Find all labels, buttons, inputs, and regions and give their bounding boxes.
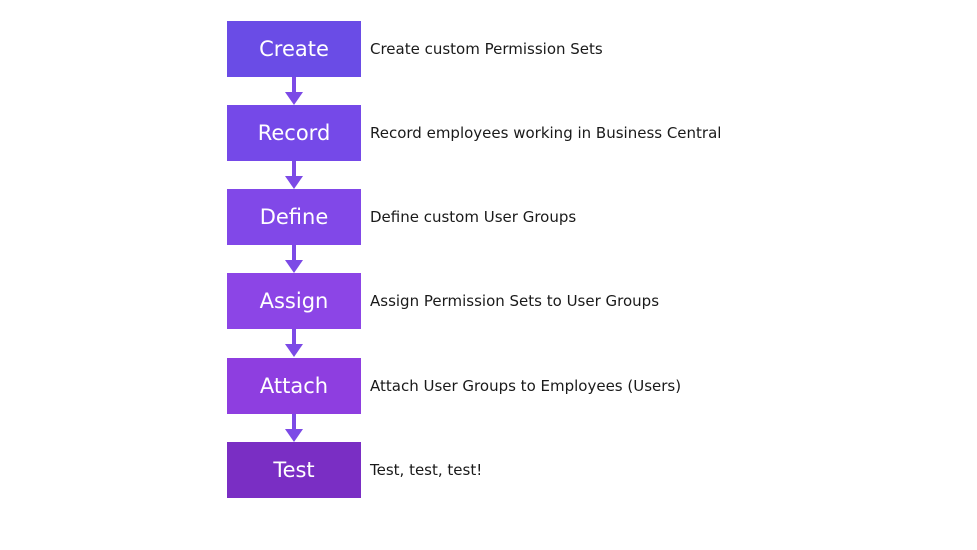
step-assign-label: Assign — [259, 289, 329, 313]
step-test-label: Test — [273, 458, 315, 482]
step-create-description: Create custom Permission Sets — [370, 40, 603, 58]
step-create-box: Create — [227, 21, 361, 77]
step-record-description: Record employees working in Business Cen… — [370, 124, 722, 142]
step-define-label: Define — [259, 205, 329, 229]
arrow-down-icon — [285, 329, 303, 358]
step-define-box: Define — [227, 189, 361, 245]
arrow-down-icon — [285, 245, 303, 274]
step-attach-box: Attach — [227, 358, 361, 414]
arrow-down-icon — [285, 161, 303, 190]
arrow-down-icon — [285, 77, 303, 106]
step-test-description: Test, test, test! — [370, 461, 483, 479]
step-define-description: Define custom User Groups — [370, 208, 577, 226]
step-record-label: Record — [257, 121, 331, 145]
arrow-down-icon — [285, 414, 303, 443]
step-assign-description: Assign Permission Sets to User Groups — [370, 292, 660, 310]
step-create-label: Create — [259, 37, 329, 61]
step-attach-description: Attach User Groups to Employees (Users) — [370, 377, 682, 395]
step-assign-box: Assign — [227, 273, 361, 329]
step-record-box: Record — [227, 105, 361, 161]
step-test-box: Test — [227, 442, 361, 498]
step-attach-label: Attach — [259, 374, 329, 398]
